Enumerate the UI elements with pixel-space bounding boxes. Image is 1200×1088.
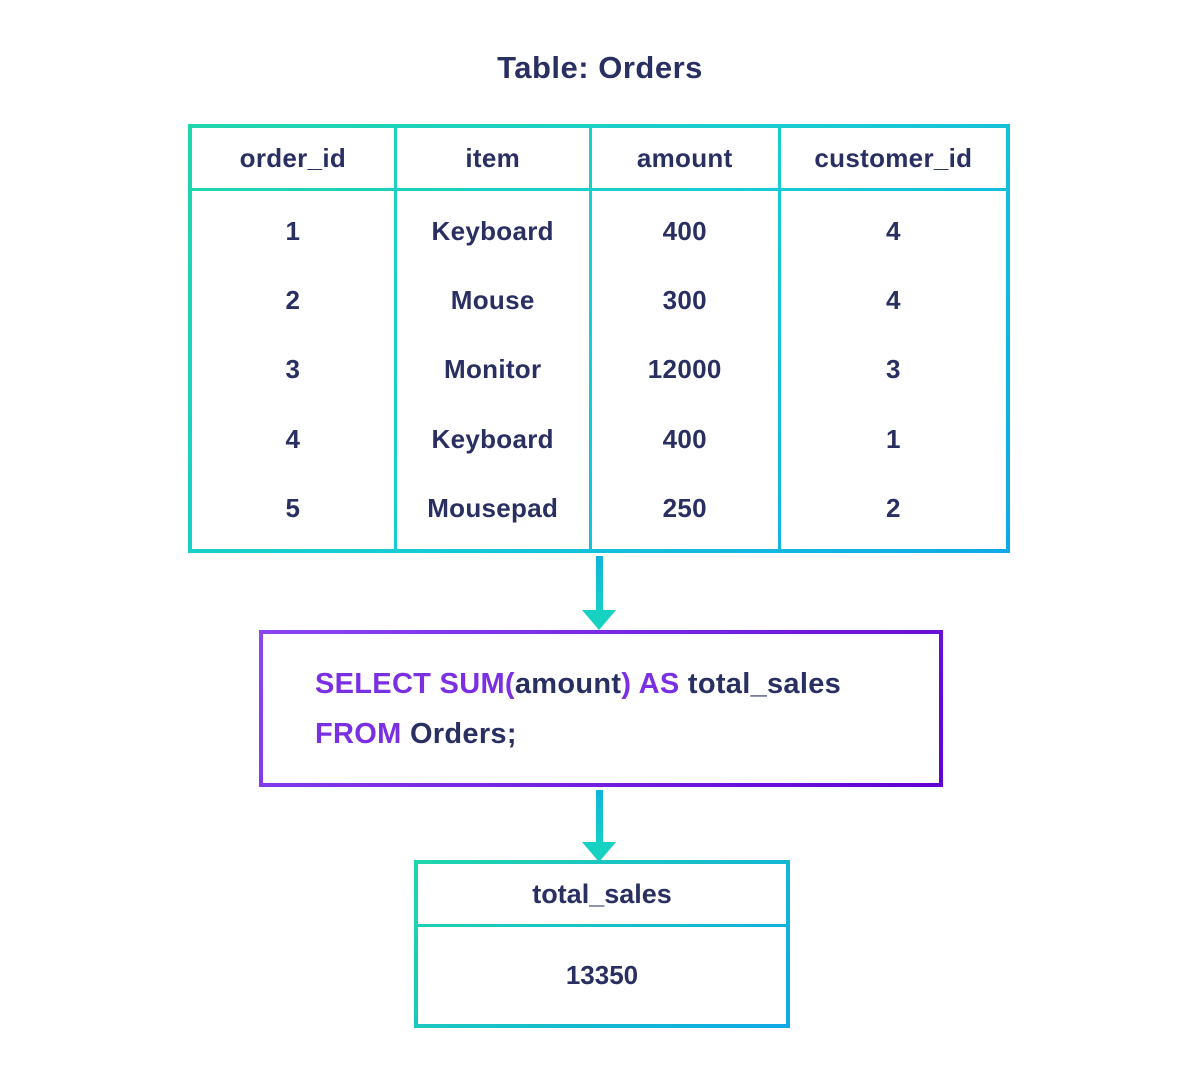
cell-amount: 400 — [662, 423, 707, 454]
cell-amount: 300 — [662, 285, 707, 316]
orders-column-customer-id: 4 4 3 1 2 — [780, 191, 1006, 549]
orders-column-order-id: 1 2 3 4 5 — [192, 191, 394, 549]
cell-order-id: 4 — [285, 423, 301, 454]
diagram-title: Table: Orders — [497, 50, 703, 85]
cell-item: Monitor — [444, 354, 542, 385]
cell-customer-id: 2 — [885, 492, 901, 523]
sql-query-box: SELECT SUM(amount) AS total_sales FROM O… — [259, 630, 943, 787]
orders-column-item: Keyboard Mouse Monitor Keyboard Mousepad — [396, 191, 589, 549]
arrow-down-icon — [582, 610, 616, 630]
cell-order-id: 5 — [285, 492, 301, 523]
sql-line-1: SELECT SUM(amount) AS total_sales — [315, 664, 939, 704]
cell-customer-id: 4 — [885, 216, 901, 247]
sql-identifier: Orders; — [409, 717, 517, 750]
arrow-table-to-query — [579, 556, 619, 630]
arrow-shaft — [595, 790, 603, 842]
sql-keyword: SELECT SUM( — [315, 667, 515, 700]
cell-order-id: 1 — [285, 216, 301, 247]
cell-item: Mouse — [450, 285, 535, 316]
cell-amount: 400 — [662, 216, 707, 247]
result-table: total_sales 13350 — [414, 860, 790, 1028]
cell-item: Keyboard — [431, 423, 554, 454]
cell-order-id: 2 — [285, 285, 301, 316]
arrow-query-to-result — [579, 790, 619, 862]
result-header: total_sales — [418, 864, 786, 924]
arrow-down-icon — [582, 842, 616, 862]
sql-keyword: FROM — [315, 717, 410, 750]
orders-header-amount: amount — [591, 128, 778, 188]
sql-identifier: amount — [514, 667, 622, 700]
orders-header-order-id: order_id — [192, 128, 394, 188]
orders-header-item: item — [396, 128, 589, 188]
cell-item: Mousepad — [427, 492, 559, 523]
cell-order-id: 3 — [285, 354, 301, 385]
sql-line-2: FROM Orders; — [315, 714, 939, 754]
result-value: 13350 — [418, 927, 786, 1024]
cell-item: Keyboard — [431, 216, 554, 247]
sql-keyword: ) AS — [621, 667, 688, 700]
cell-amount: 12000 — [647, 354, 722, 385]
cell-customer-id: 3 — [885, 354, 901, 385]
orders-column-amount: 400 300 12000 400 250 — [591, 191, 778, 549]
arrow-shaft — [595, 556, 603, 610]
sql-query-text: SELECT SUM(amount) AS total_sales FROM O… — [263, 634, 939, 783]
cell-customer-id: 4 — [885, 285, 901, 316]
cell-amount: 250 — [662, 492, 707, 523]
orders-header-customer-id: customer_id — [780, 128, 1006, 188]
cell-customer-id: 1 — [885, 423, 901, 454]
orders-table: order_id item amount customer_id 1 2 3 4… — [188, 124, 1010, 553]
sql-identifier: total_sales — [687, 667, 842, 700]
